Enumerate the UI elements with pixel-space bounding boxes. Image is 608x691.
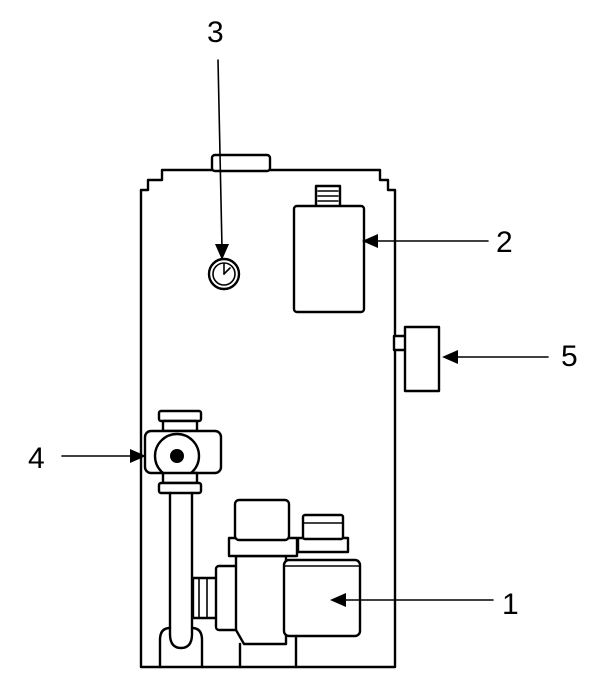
pipe-bend [158, 626, 172, 669]
expansion-vessel [292, 184, 366, 314]
pressure-gauge [207, 257, 241, 291]
label-4: 4 [28, 442, 45, 475]
leader-1 [330, 593, 494, 607]
flue-stub [210, 153, 272, 173]
control-box [392, 325, 441, 393]
label-2: 2 [496, 226, 513, 259]
leader-2 [362, 234, 489, 248]
leader-3 [215, 59, 229, 260]
pipe-bend-right [190, 626, 204, 669]
label-5: 5 [561, 340, 578, 373]
label-3: 3 [207, 16, 224, 49]
pump-rotor [170, 449, 184, 463]
cabinet-outline [139, 168, 397, 669]
leader-5 [442, 350, 549, 364]
circulation-pump [143, 409, 223, 495]
leader-4 [61, 449, 146, 463]
label-1: 1 [502, 588, 519, 621]
gas-valve-assembly [191, 498, 362, 669]
flow-pipe [168, 491, 194, 650]
